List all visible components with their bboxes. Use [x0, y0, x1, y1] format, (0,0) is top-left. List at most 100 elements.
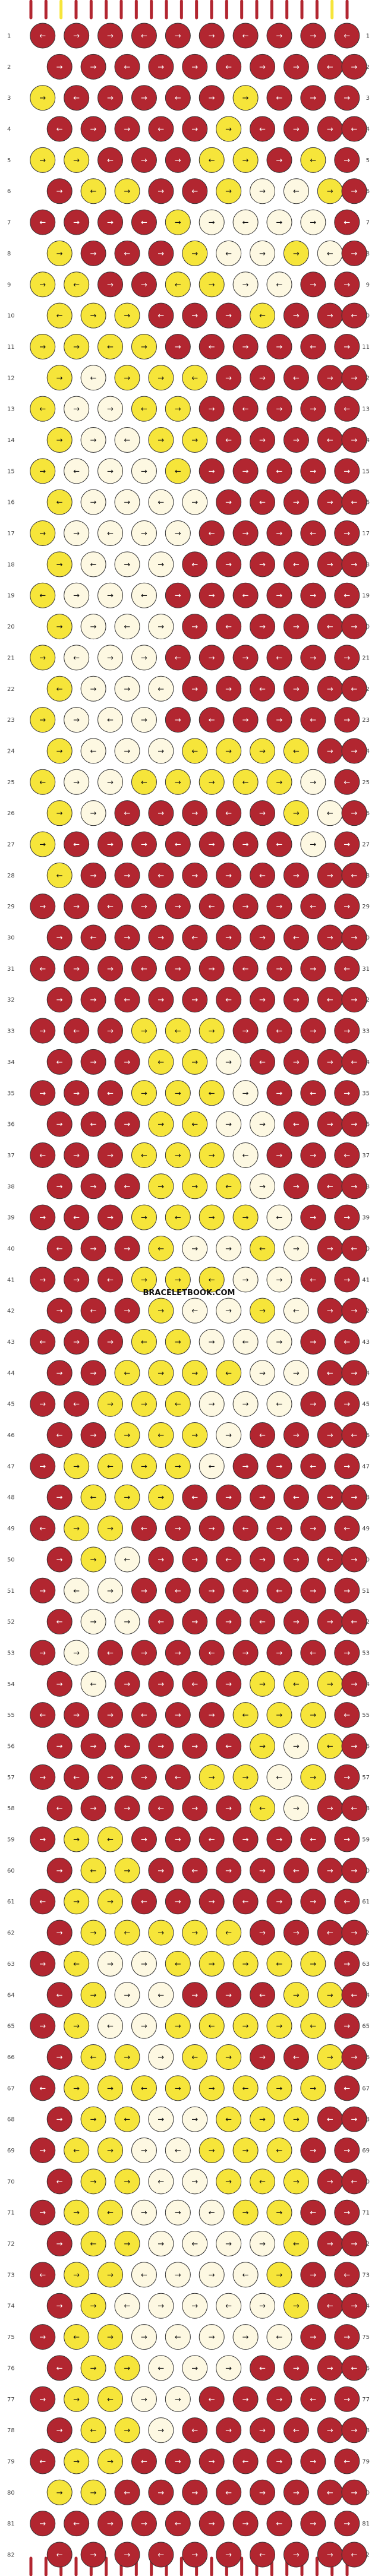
knot-red: → — [232, 1453, 259, 1479]
knot-yellow: → — [64, 2262, 90, 2288]
knot-red: → — [199, 1577, 225, 1603]
knot-red: → — [250, 427, 276, 453]
knot-direction-arrow: → — [39, 654, 46, 662]
knot-direction-arrow: → — [225, 1058, 232, 1067]
knot-direction-arrow: → — [276, 1338, 283, 1347]
knot-direction-arrow: → — [191, 1245, 198, 1254]
knot-red: → — [80, 987, 106, 1013]
knot-direction-arrow: ← — [175, 654, 181, 662]
knot-cream: → — [232, 2324, 259, 2350]
knot-direction-arrow: → — [124, 1867, 131, 1876]
knot-direction-arrow: → — [327, 1804, 333, 1813]
knot-direction-arrow: → — [344, 529, 350, 538]
knot-red: ← — [114, 987, 140, 1013]
knot-red: → — [250, 1857, 276, 1883]
knot-red: → — [283, 302, 309, 329]
knot-red: → — [341, 987, 367, 1013]
knot-direction-arrow: ← — [259, 1431, 266, 1440]
knot-direction-arrow: ← — [327, 623, 333, 632]
knot-direction-arrow: → — [107, 1711, 114, 1720]
knot-direction-arrow: → — [90, 685, 97, 694]
knot-red: → — [114, 1298, 140, 1324]
knot-direction-arrow: → — [124, 2364, 131, 2373]
knot-direction-arrow: ← — [158, 1991, 164, 2000]
knot-direction-arrow: → — [327, 2177, 333, 2186]
knot-red: → — [199, 645, 225, 671]
knot-red: ← — [114, 53, 140, 80]
knot-direction-arrow: ← — [209, 1276, 215, 1284]
knot-cream: → — [131, 707, 157, 733]
knot-yellow: → — [30, 458, 56, 484]
knot-yellow: → — [80, 2479, 106, 2505]
knot-direction-arrow: → — [276, 1649, 283, 1658]
knot-direction-arrow: → — [327, 374, 333, 383]
knot-direction-arrow: → — [107, 405, 114, 414]
knot-direction-arrow: ← — [107, 343, 114, 352]
knot-direction-arrow: → — [225, 312, 232, 321]
knot-direction-arrow: → — [73, 1649, 80, 1658]
knot-direction-arrow: ← — [73, 1773, 80, 1782]
knot-red: → — [266, 894, 292, 920]
knot-red: → — [334, 85, 360, 111]
knot-direction-arrow: ← — [225, 809, 232, 818]
knot-red: → — [317, 1857, 343, 1883]
knot-direction-arrow: ← — [191, 1307, 198, 1316]
knot-direction-arrow: → — [293, 996, 300, 1005]
knot-red: → — [266, 1640, 292, 1666]
knot-red: ← — [46, 1982, 73, 2008]
row-label-left: 42 — [7, 1308, 15, 1315]
knot-red: → — [341, 2479, 367, 2505]
knot-direction-arrow: → — [90, 872, 97, 880]
knot-red: → — [300, 272, 326, 298]
knot-direction-arrow: → — [191, 2177, 198, 2186]
knot-red: → — [317, 2542, 343, 2568]
knot-direction-arrow: → — [56, 63, 63, 72]
knot-red: ← — [46, 2542, 73, 2568]
knot-direction-arrow: ← — [344, 1338, 350, 1347]
knot-yellow: → — [250, 2106, 276, 2132]
knot-direction-arrow: ← — [351, 1618, 358, 1627]
knot-direction-arrow: → — [107, 1027, 114, 1036]
knot-yellow: ← — [283, 1671, 309, 1697]
row-label-left: 18 — [7, 561, 15, 568]
knot-direction-arrow: ← — [175, 1214, 181, 1223]
knot-direction-arrow: → — [141, 1214, 147, 1223]
knot-direction-arrow: ← — [141, 592, 147, 601]
knot-cream: ← — [266, 1764, 292, 1790]
knot-red: → — [232, 1640, 259, 1666]
knot-red: → — [232, 2386, 259, 2412]
knot-direction-arrow: → — [191, 1618, 198, 1627]
knot-yellow: → — [64, 147, 90, 173]
knot-yellow: → — [199, 1204, 225, 1230]
knot-red: ← — [250, 1422, 276, 1448]
knot-direction-arrow: → — [293, 498, 300, 507]
knot-direction-arrow: → — [141, 1960, 147, 1969]
knot-yellow: → — [165, 1453, 191, 1479]
knot-direction-arrow: → — [209, 2457, 215, 2466]
knot-red: ← — [148, 862, 174, 888]
row-label-right: 5 — [366, 157, 370, 164]
knot-red: → — [165, 1640, 191, 1666]
knot-red: ← — [317, 1920, 343, 1946]
knot-red: ← — [334, 1889, 360, 1915]
row-label-left: 39 — [7, 1215, 15, 1221]
knot-red: → — [334, 2324, 360, 2350]
knot-cream: → — [114, 738, 140, 764]
knot-direction-arrow: → — [293, 1929, 300, 1938]
knot-direction-arrow: ← — [90, 187, 97, 196]
knot-direction-arrow: ← — [351, 2177, 358, 2186]
knot-direction-arrow: → — [158, 747, 164, 756]
knot-red: → — [300, 955, 326, 981]
knot-yellow: → — [182, 1173, 208, 1199]
knot-direction-arrow: → — [276, 2271, 283, 2280]
row-label-left: 15 — [7, 468, 15, 475]
knot-cream: ← — [266, 272, 292, 298]
knot-cream: → — [216, 2231, 242, 2257]
knot-direction-arrow: → — [327, 1867, 333, 1876]
knot-red: → — [266, 1080, 292, 1106]
knot-red: → — [317, 2231, 343, 2257]
knot-direction-arrow: ← — [124, 623, 131, 632]
row-label-right: 73 — [362, 2272, 370, 2278]
knot-direction-arrow: → — [124, 560, 131, 569]
knot-direction-arrow: → — [39, 1089, 46, 1098]
